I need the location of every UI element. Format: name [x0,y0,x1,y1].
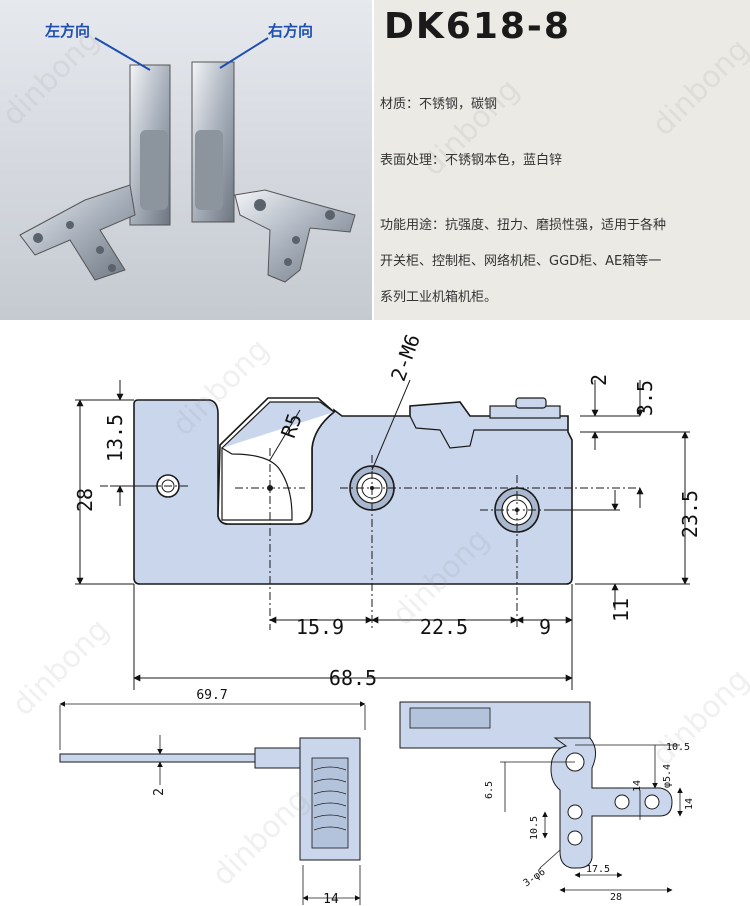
function-text-3: 系列工业机箱机柜。 [380,290,498,305]
dim-15-9: 15.9 [296,615,344,639]
left-hinge [19,64,171,281]
right-hinge [191,61,356,283]
dim-11: 11 [609,598,633,622]
dim-2-right: 2 [587,374,611,386]
dim-3-5: 3.5 [633,380,657,416]
right-pointer [219,37,269,69]
left-pointer [94,37,151,71]
thread-label: 2-M6 [386,331,425,384]
technical-drawing: 28 13.5 2 3.5 23.5 11 15.9 22.5 9 68.5 R… [59,331,702,906]
function-text-2: 开关柜、控制柜、网络机柜、GGD柜、AE箱等一 [380,254,662,269]
product-photo: 左方向 右方向 [0,0,372,320]
model-title: DK618-8 [384,6,571,47]
dim-13-5: 13.5 [103,414,127,462]
side-dim-14: 14 [323,892,339,906]
material-text: 材质：不锈钢，碳钢 [380,97,498,112]
surface-text: 表面处理：不锈钢本色，蓝白锌 [380,153,563,168]
dim-28: 28 [73,488,97,512]
bracket-dim-14-center: 14 [632,780,643,792]
bracket-dim-14-right: 14 [684,798,695,810]
side-view [59,701,366,905]
bracket-dim-6-5: 6.5 [484,781,495,799]
hinge-photo-illustration [0,0,372,320]
right-direction-label: 右方向 [268,22,314,40]
side-dim-69-7: 69.7 [196,688,227,703]
function-text-1: 功能用途：抗强度、扭力、磨损性强，适用于各种 [380,218,667,233]
bracket-dim-17-5: 17.5 [586,864,610,875]
bracket-dim-28: 28 [610,892,622,903]
bracket-dim-10-5-top: 10.5 [666,742,690,753]
bracket-dim-phi5-4: φ5.4 [662,764,673,788]
left-direction-label: 左方向 [45,22,91,40]
bracket-view [399,701,683,893]
dim-22-5: 22.5 [420,615,468,639]
bracket-dim-10-5-left: 10.5 [529,816,540,840]
dim-9: 9 [539,615,551,639]
bracket-holes-label: 3-φ6 [522,867,548,890]
spec-panel [374,0,750,320]
latch-plate-front-view [133,397,573,585]
dim-23-5: 23.5 [678,490,702,538]
dim-68-5: 68.5 [329,666,377,690]
side-dim-2: 2 [152,788,167,796]
